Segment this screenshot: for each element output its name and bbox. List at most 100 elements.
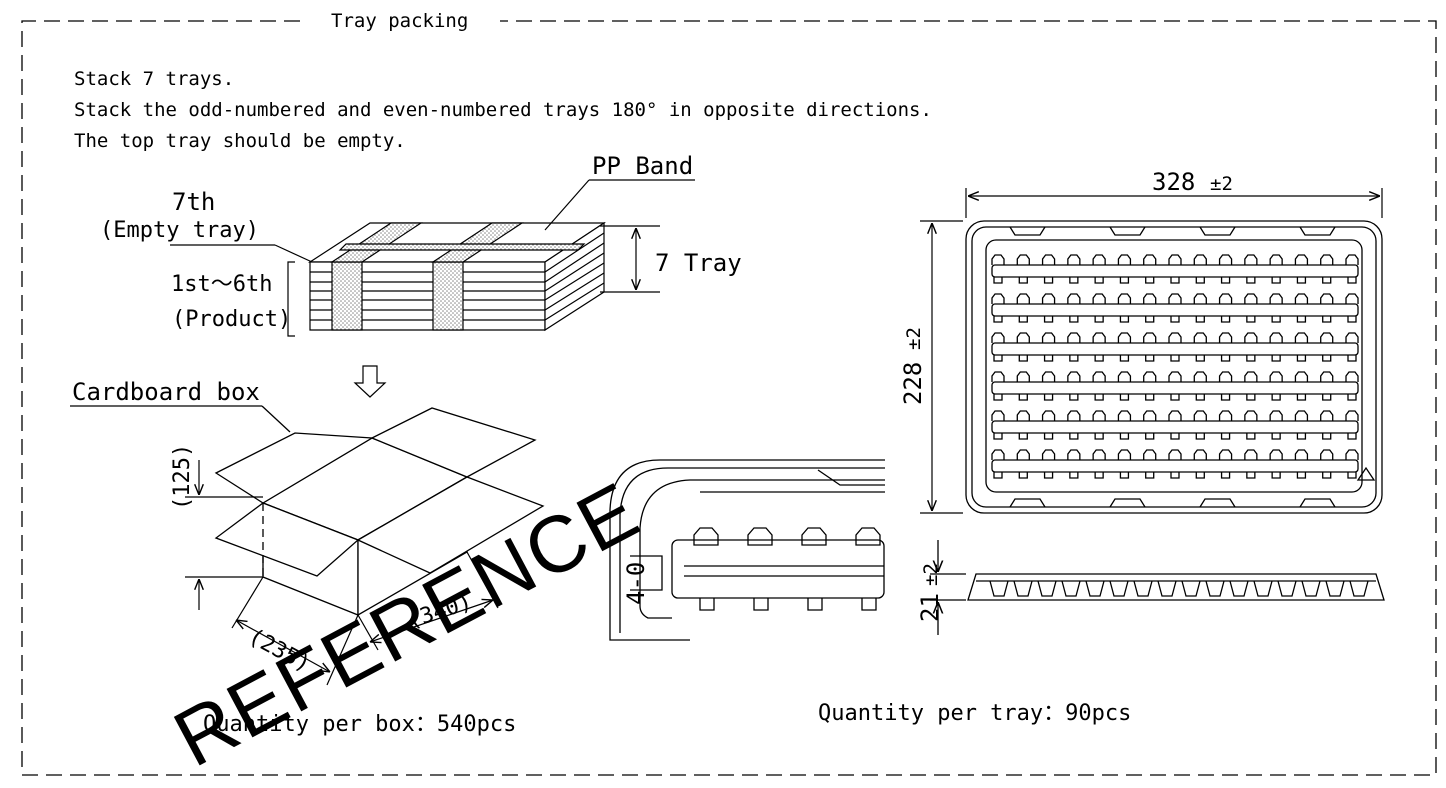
tray-pocket-row bbox=[991, 264, 1359, 278]
tray-pocket bbox=[1143, 371, 1157, 401]
tray-pocket bbox=[1016, 254, 1030, 284]
tray-pocket bbox=[991, 293, 1005, 323]
stack-bracket bbox=[287, 261, 295, 337]
tray-pocket bbox=[1320, 371, 1334, 401]
tray-pocket bbox=[1269, 293, 1283, 323]
tray-side-pocket bbox=[1301, 580, 1321, 597]
tray-pocket bbox=[1067, 254, 1081, 284]
tray-side-pocket bbox=[1205, 580, 1225, 597]
tray-dimensions bbox=[920, 188, 1383, 514]
dashed-frame bbox=[21, 20, 1437, 776]
tray-pocket bbox=[1218, 410, 1233, 440]
tray-pocket bbox=[1067, 371, 1081, 401]
tray-pocket bbox=[1067, 449, 1081, 479]
tray-pocket-row bbox=[991, 381, 1359, 395]
recycle-icon bbox=[1356, 466, 1376, 481]
tray-pocket bbox=[1143, 293, 1157, 323]
note-stack-orientation: Stack the odd-numbered and even-numbered… bbox=[74, 99, 932, 121]
tray-side-pockets bbox=[989, 580, 1369, 597]
tray-pocket bbox=[1143, 332, 1157, 362]
tray-pocket bbox=[1041, 449, 1056, 479]
tray-pocket bbox=[1269, 449, 1283, 479]
tray-pocket bbox=[1244, 410, 1258, 440]
tray-pocket bbox=[1218, 371, 1233, 401]
tray-depth-tolerance: ±2 bbox=[903, 327, 925, 350]
tray-pocket bbox=[1244, 332, 1258, 362]
tray-side-pocket bbox=[1325, 580, 1345, 597]
tray-pocket bbox=[1244, 449, 1258, 479]
tray-width-dimension: 328 bbox=[1152, 168, 1196, 196]
tray-pocket bbox=[1117, 254, 1132, 284]
tray-pocket bbox=[1320, 410, 1334, 440]
tray-pocket bbox=[1218, 254, 1233, 284]
tray-pocket bbox=[1218, 293, 1233, 323]
tray-pocket bbox=[1168, 371, 1182, 401]
seventh-tray-label: 7th bbox=[172, 188, 216, 216]
tray-pocket-row bbox=[991, 303, 1359, 317]
tray-pocket bbox=[1294, 254, 1309, 284]
tray-pocket bbox=[1016, 410, 1030, 440]
detail-pockets bbox=[684, 527, 884, 611]
tray-corner-detail bbox=[609, 459, 885, 641]
tray-pocket bbox=[1041, 332, 1056, 362]
tray-top-view bbox=[965, 220, 1383, 514]
tray-side-pocket bbox=[1013, 580, 1033, 597]
tray-pocket bbox=[1320, 293, 1334, 323]
tray-pocket bbox=[1016, 371, 1030, 401]
tray-pocket bbox=[1345, 254, 1359, 284]
tray-pocket bbox=[1143, 254, 1157, 284]
tray-pocket bbox=[1067, 293, 1081, 323]
tray-side-pocket bbox=[1061, 580, 1081, 597]
pp-band-label: PP Band bbox=[592, 152, 694, 180]
tray-pocket bbox=[1016, 293, 1030, 323]
tray-side-pocket bbox=[1037, 580, 1057, 597]
tray-pocket bbox=[1016, 449, 1030, 479]
product-label: (Product) bbox=[172, 307, 292, 332]
tray-side-view bbox=[930, 540, 1385, 635]
tray-pocket bbox=[1117, 410, 1132, 440]
tray-pocket bbox=[1168, 254, 1182, 284]
tray-pocket-row bbox=[991, 342, 1359, 356]
tray-pocket bbox=[1041, 254, 1056, 284]
tray-pocket bbox=[1168, 449, 1182, 479]
tray-rim-tabs bbox=[1009, 226, 1336, 508]
quantity-per-tray: Quantity per tray：90pcs bbox=[818, 701, 1132, 726]
tray-pocket bbox=[1193, 254, 1207, 284]
note-top-empty: The top tray should be empty. bbox=[74, 130, 406, 152]
tray-pocket bbox=[1269, 410, 1283, 440]
tray-pocket bbox=[1041, 293, 1056, 323]
tray-pocket bbox=[1320, 449, 1334, 479]
tray-height-tolerance: ±2 bbox=[920, 563, 942, 586]
tray-pocket bbox=[1117, 371, 1132, 401]
tray-side-pocket bbox=[1181, 580, 1201, 597]
tray-pocket bbox=[1117, 293, 1132, 323]
tray-pocket bbox=[1117, 332, 1132, 362]
tray-pocket bbox=[1041, 410, 1056, 440]
frame-title: Tray packing bbox=[325, 12, 475, 31]
tray-pocket bbox=[1067, 410, 1081, 440]
stack-annotations bbox=[170, 179, 695, 293]
tray-pocket bbox=[1244, 371, 1258, 401]
tray-pocket bbox=[991, 410, 1005, 440]
tray-pocket bbox=[1320, 332, 1334, 362]
tray-pocket bbox=[991, 332, 1005, 362]
tray-pocket bbox=[1092, 332, 1106, 362]
tray-side-pocket bbox=[1229, 580, 1249, 597]
tray-pocket bbox=[1294, 293, 1309, 323]
tray-side-pocket bbox=[1133, 580, 1153, 597]
tray-pocket bbox=[1092, 371, 1106, 401]
tray-width-tolerance: ±2 bbox=[1210, 173, 1233, 195]
tray-pocket bbox=[1294, 332, 1309, 362]
product-trays-label: 1st～6th bbox=[171, 272, 273, 297]
tray-pocket-grid bbox=[991, 254, 1359, 479]
tray-pocket bbox=[1168, 332, 1182, 362]
tray-pocket bbox=[1345, 449, 1359, 479]
tray-pocket bbox=[1218, 449, 1233, 479]
tray-pocket bbox=[1218, 332, 1233, 362]
box-flap-left-front bbox=[214, 502, 360, 577]
detail-marking: 4-0 bbox=[622, 561, 650, 605]
tray-side-pocket bbox=[989, 580, 1009, 597]
tray-pocket bbox=[1016, 332, 1030, 362]
tray-pocket bbox=[1168, 410, 1182, 440]
